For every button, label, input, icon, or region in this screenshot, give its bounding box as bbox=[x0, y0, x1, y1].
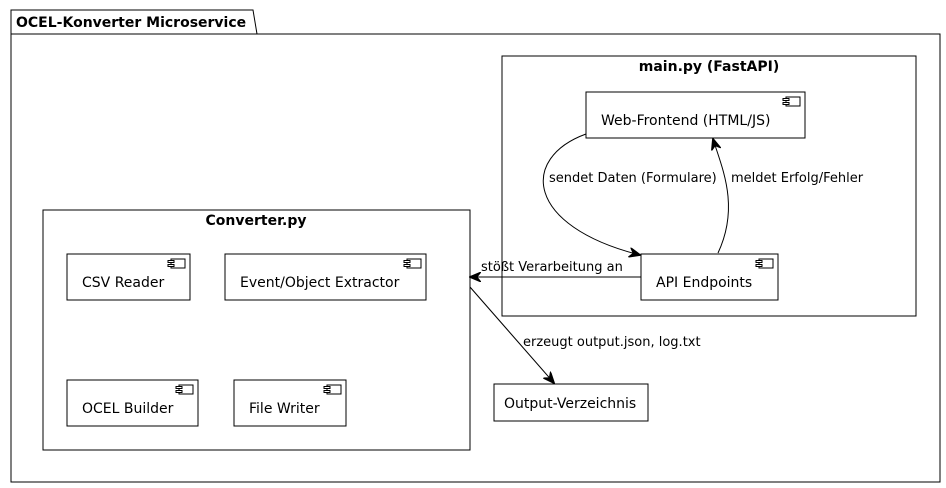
main-py-title: main.py (FastAPI) bbox=[639, 59, 779, 75]
main-py-group: main.py (FastAPI) Web-Frontend (HTML/JS)… bbox=[501, 55, 917, 317]
package-title: OCEL-Konverter Microservice bbox=[16, 15, 246, 31]
event-object-extractor-component: Event/Object Extractor bbox=[224, 253, 427, 301]
converter-py-group: Converter.py CSV Reader Event/Object Ext… bbox=[42, 209, 471, 451]
web-frontend-component: Web-Frontend (HTML/JS) bbox=[585, 91, 806, 139]
file-writer-component: File Writer bbox=[233, 379, 347, 427]
edge-label-meldet-erfolg: meldet Erfolg/Fehler bbox=[731, 171, 864, 186]
api-endpoints-label: API Endpoints bbox=[656, 275, 752, 291]
component-icon bbox=[755, 258, 774, 269]
event-object-extractor-label: Event/Object Extractor bbox=[240, 275, 400, 291]
file-writer-label: File Writer bbox=[249, 401, 320, 417]
edge-converter-to-output: erzeugt output.json, log.txt bbox=[469, 286, 701, 383]
ocel-builder-component: OCEL Builder bbox=[66, 379, 199, 427]
output-directory-box: Output-Verzeichnis bbox=[493, 383, 649, 422]
api-endpoints-component: API Endpoints bbox=[640, 253, 779, 301]
package-tab bbox=[10, 9, 258, 35]
component-icon bbox=[167, 258, 186, 269]
ocel-builder-label: OCEL Builder bbox=[82, 401, 174, 417]
edge-label-erzeugt-output: erzeugt output.json, log.txt bbox=[523, 335, 701, 350]
web-frontend-label: Web-Frontend (HTML/JS) bbox=[601, 113, 770, 129]
csv-reader-component: CSV Reader bbox=[66, 253, 191, 301]
edge-label-sendet-daten: sendet Daten (Formulare) bbox=[549, 171, 717, 186]
converter-py-title: Converter.py bbox=[206, 213, 307, 229]
component-icon bbox=[175, 384, 194, 395]
component-icon bbox=[403, 258, 422, 269]
component-icon bbox=[323, 384, 342, 395]
component-icon bbox=[782, 96, 801, 107]
edge-frontend-to-api: sendet Daten (Formulare) bbox=[542, 133, 717, 255]
edge-api-to-frontend: meldet Erfolg/Fehler bbox=[713, 139, 864, 254]
edge-api-to-converter: stößt Verarbeitung an bbox=[470, 260, 641, 277]
output-directory-label: Output-Verzeichnis bbox=[504, 396, 636, 412]
csv-reader-label: CSV Reader bbox=[82, 275, 164, 291]
edge-label-stoesst-verarbeitung: stößt Verarbeitung an bbox=[481, 260, 623, 275]
